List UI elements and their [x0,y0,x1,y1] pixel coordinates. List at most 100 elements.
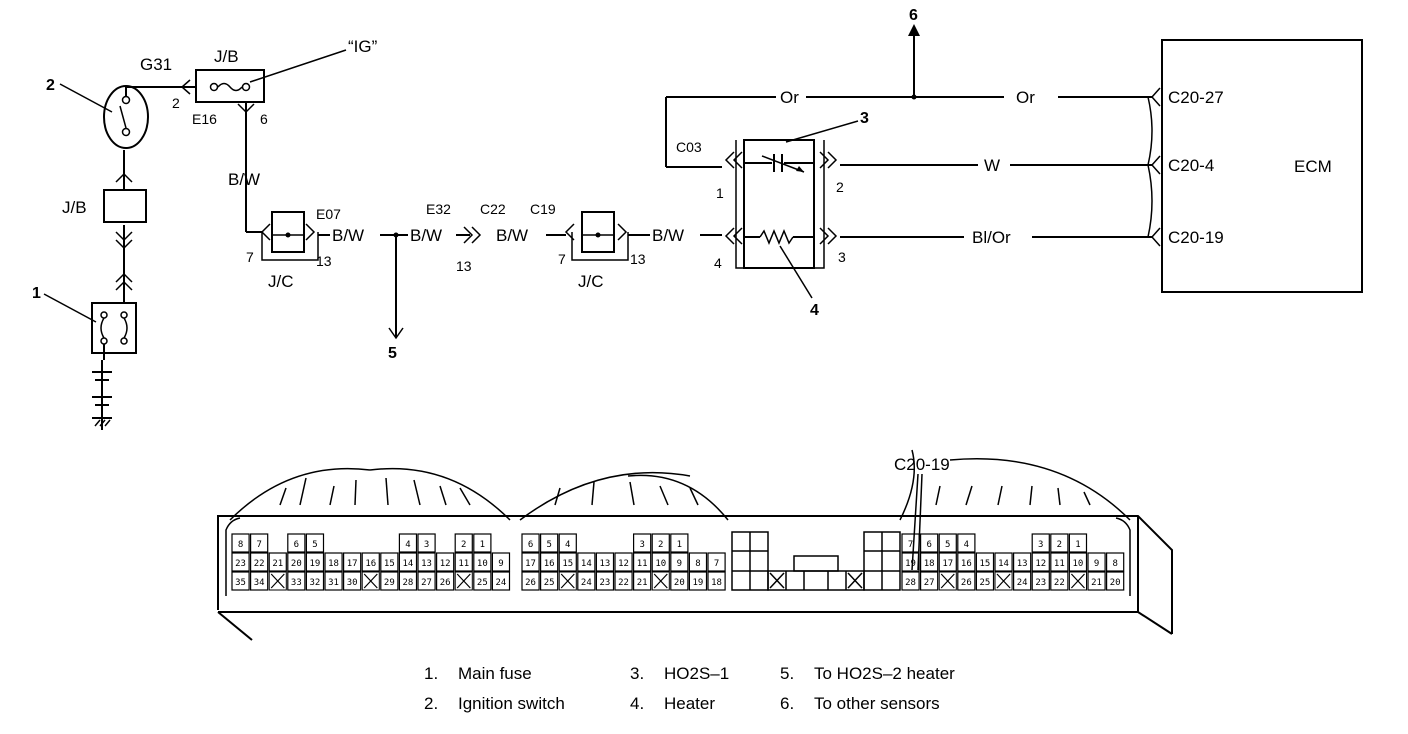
pin-cell [436,571,455,591]
pin-number: 17 [347,559,358,569]
c03-label: C03 [676,139,702,155]
pin-number: 24 [581,578,592,588]
pin-number: 8 [695,559,700,569]
pin-number: 18 [924,559,935,569]
pin-number: 26 [961,578,972,588]
fuse-callout-label: 1 [32,285,41,302]
pin-number: 26 [440,578,451,588]
pin-number: 19 [693,578,704,588]
pin-number: 11 [458,559,469,569]
pin-cell [1105,571,1125,591]
pin-number: 2 [1057,540,1062,550]
pin-number: 18 [328,559,339,569]
junction-chain: E07 7 13 J/C B/W 5 B/W E32 13 C22 B/W C1… [246,201,722,362]
pin-cell [473,571,492,591]
pin-cell [632,533,652,553]
pin-cell [632,571,652,591]
pin-cell [595,552,615,572]
jc-left-pin13: 13 [316,253,332,269]
pin-cell [1050,571,1069,591]
pin-number: 6 [926,540,931,550]
pin-number: 1 [1075,540,1080,550]
connector-pointer-label: C20-19 [894,455,950,474]
pin-cell [1068,533,1088,553]
pin-cell [558,533,577,553]
pin-number: 25 [544,578,555,588]
pin-cell [938,533,957,553]
pin-cell [539,533,559,553]
pin-number: 19 [310,559,321,569]
pin-cell [343,571,362,591]
jc-right-label: J/C [578,272,604,291]
switch-callout-label: 2 [46,77,55,94]
pin-number: 28 [403,578,414,588]
pin-cell [343,552,362,572]
e07-label: E07 [316,206,341,222]
legend-num-3: 3. [630,664,644,683]
pin-number: 3 [424,540,429,550]
ig-label: “IG” [348,37,378,56]
pin-number: 14 [403,559,414,569]
connector-center-block [731,531,901,591]
pin-number: 14 [998,559,1009,569]
pin-blank-mark [363,573,378,589]
pin-number: 22 [1054,578,1065,588]
pin-cell [287,533,306,553]
pin-blank-mark [560,573,575,589]
pin-number: 24 [496,578,507,588]
wire-or-right-label: Or [1016,88,1035,107]
pin-number: 3 [1038,540,1043,550]
pin-number: 8 [1112,559,1117,569]
legend-num-4: 4. [630,694,644,713]
pin-6-top-label: 6 [260,111,268,127]
pin-number: 13 [421,559,432,569]
pin-cell [1031,533,1050,553]
pin-cell [670,571,689,591]
pin-cell [305,552,325,572]
pin-number: 9 [1094,559,1099,569]
main-fuse [91,285,137,360]
pin-cell [707,571,726,591]
pin-number: 5 [945,540,950,550]
pin-cell [268,571,287,591]
pin-number: 25 [477,578,488,588]
pin-cell [938,571,957,591]
pin-blank-mark [456,573,471,589]
pin-cell [361,552,380,572]
pin-cell [938,552,957,572]
pin-cell [1012,571,1032,591]
pin-number: 22 [254,559,265,569]
pin-cell [539,552,559,572]
ecm-box [1161,39,1363,293]
legend-num-6: 6. [780,694,794,713]
pin-cell [380,571,399,591]
callout-4-label: 4 [810,302,819,319]
pin-cell [614,552,633,572]
c19-label: C19 [530,201,556,217]
pin-number: 27 [421,578,432,588]
callout-6-label: 6 [909,7,918,24]
pin-number: 15 [384,559,395,569]
pin-number: 10 [1073,559,1084,569]
pin-number: 20 [674,578,685,588]
c22-label: C22 [480,201,506,217]
ground-symbol [92,360,112,430]
pin-cell [1012,552,1032,572]
pin-cell [417,533,436,553]
pin-cell [250,552,269,572]
pin-cell [231,571,250,591]
pin-number: 21 [272,559,283,569]
pin-cell [994,571,1013,591]
pin-blank-mark [940,573,955,589]
pin-2-top-label: 2 [172,95,180,111]
pin-number: 7 [256,540,261,550]
pin-cell [268,552,287,572]
pin-cell [975,571,995,591]
pin-number: 21 [1091,578,1102,588]
pin-cell [417,552,436,572]
pin-cell [436,552,455,572]
pin-number: 4 [405,540,410,550]
pin-blank-mark [653,573,668,589]
pin-cell [1105,552,1125,572]
